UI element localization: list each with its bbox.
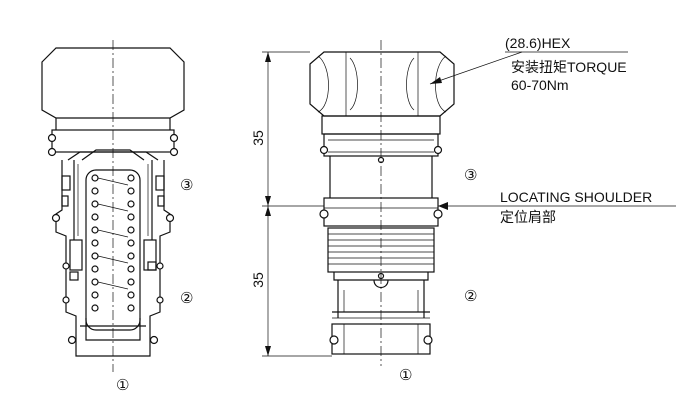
sectional-view [41, 40, 185, 372]
left-port-3-label: ③ [180, 176, 193, 194]
section-hex-head [41, 47, 185, 119]
right-port-2-label: ② [464, 287, 477, 305]
dimension-lower: 35 [250, 272, 266, 288]
spring-coils-right [127, 174, 135, 312]
shoulder-label-cn: 定位肩部 [500, 209, 556, 225]
dimension-upper: 35 [250, 130, 266, 146]
right-port-3-label: ③ [464, 166, 477, 184]
hex-label: (28.6)HEX [505, 35, 571, 51]
external-view [309, 40, 455, 366]
section-body [55, 160, 171, 357]
torque-label: 安装扭矩TORQUE [511, 59, 627, 75]
hex-nut [309, 51, 455, 117]
dimension-lines [262, 51, 332, 357]
right-port-1-label: ① [399, 366, 412, 384]
shoulder-label: LOCATING SHOULDER [500, 189, 652, 205]
left-port-1-label: ① [116, 376, 129, 394]
left-port-2-label: ② [180, 289, 193, 307]
spring-coils-left [91, 174, 99, 312]
hex-leader-line [429, 51, 523, 85]
torque-value: 60-70Nm [511, 77, 569, 93]
